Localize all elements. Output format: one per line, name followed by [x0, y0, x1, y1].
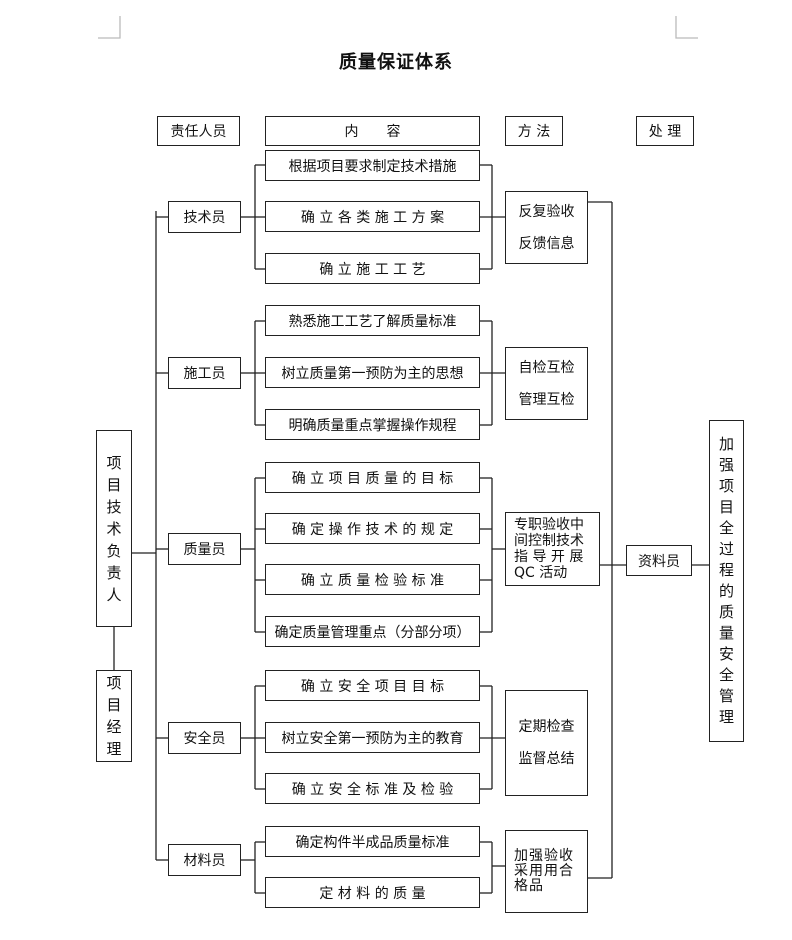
method-line: 反馈信息 [518, 235, 575, 252]
content-box: 树立安全第一预防为主的教育 [265, 722, 480, 753]
char: 负 [106, 541, 122, 560]
char: 目 [718, 498, 734, 516]
role-box: 技术员 [168, 201, 241, 233]
char: 理 [718, 708, 734, 726]
method-line: 定期检查 [518, 719, 575, 735]
archivist-box: 资料员 [626, 545, 692, 576]
char: 项 [106, 674, 122, 692]
method-box: 自检互检管理互检 [505, 347, 588, 420]
tech-lead-box: 项目技术负责人 [96, 430, 132, 627]
content-box: 确 立 安 全 标 准 及 检 验 [265, 773, 480, 804]
method-line: QC 活动 [514, 565, 568, 581]
char: 理 [106, 740, 122, 758]
page-title: 质量保证体系 [339, 52, 453, 73]
char: 的 [718, 582, 734, 600]
content-box: 确 定 操 作 技 术 的 规 定 [265, 513, 480, 544]
char: 程 [718, 561, 734, 579]
header-handle: 处 理 [636, 116, 694, 146]
role-box: 材料员 [168, 844, 241, 876]
char: 全 [718, 666, 734, 684]
char: 安 [718, 645, 734, 663]
content-box: 树立质量第一预防为主的思想 [265, 357, 480, 388]
role-box: 质量员 [168, 533, 241, 565]
method-line: 采用用合 [514, 863, 574, 879]
method-box: 加强验收采用用合格品 [505, 830, 588, 913]
content-box: 明确质量重点掌握操作规程 [265, 409, 480, 440]
char: 过 [718, 540, 734, 558]
result-box: 加强项目全过程的质量安全管理 [709, 420, 744, 742]
method-line: 指 导 开 展 [514, 549, 584, 565]
method-line: 格品 [514, 878, 544, 894]
content-box: 确 立 质 量 检 验 标 准 [265, 564, 480, 595]
content-box: 确定构件半成品质量标准 [265, 826, 480, 857]
char: 人 [106, 585, 122, 604]
content-box: 确 立 各 类 施 工 方 案 [265, 201, 480, 232]
method-line: 管理互检 [518, 391, 575, 408]
char: 术 [106, 519, 122, 538]
content-box: 确 立 施 工 工 艺 [265, 253, 480, 284]
method-line: 间控制技术 [514, 533, 584, 549]
method-line: 自检互检 [518, 359, 575, 376]
role-box: 安全员 [168, 722, 241, 754]
content-box: 确 立 安 全 项 目 目 标 [265, 670, 480, 701]
project-manager-box: 项目经理 [96, 670, 132, 762]
char: 经 [106, 718, 122, 736]
content-box: 确定质量管理重点（分部分项） [265, 616, 480, 647]
content-box: 根据项目要求制定技术措施 [265, 150, 480, 181]
method-line: 专职验收中 [514, 517, 584, 533]
char: 技 [106, 497, 122, 516]
char: 目 [106, 696, 122, 714]
char: 全 [718, 519, 734, 537]
char: 项 [718, 477, 734, 495]
method-box: 反复验收反馈信息 [505, 191, 588, 264]
char: 目 [106, 475, 122, 494]
char: 量 [718, 624, 734, 642]
char: 项 [106, 453, 122, 472]
char: 责 [106, 563, 122, 582]
header-person: 责任人员 [157, 116, 240, 146]
content-box: 熟悉施工工艺了解质量标准 [265, 305, 480, 336]
role-box: 施工员 [168, 357, 241, 389]
char: 强 [718, 456, 734, 474]
method-line: 反复验收 [518, 203, 575, 220]
method-box: 定期检查监督总结 [505, 690, 588, 796]
header-content: 内 容 [265, 116, 480, 146]
method-line: 监督总结 [518, 751, 575, 767]
content-box: 定 材 料 的 质 量 [265, 877, 480, 908]
header-method: 方 法 [505, 116, 563, 146]
char: 加 [718, 435, 734, 453]
method-line: 加强验收 [514, 848, 574, 864]
char: 质 [718, 603, 734, 621]
content-box: 确 立 项 目 质 量 的 目 标 [265, 462, 480, 493]
char: 管 [718, 687, 734, 705]
